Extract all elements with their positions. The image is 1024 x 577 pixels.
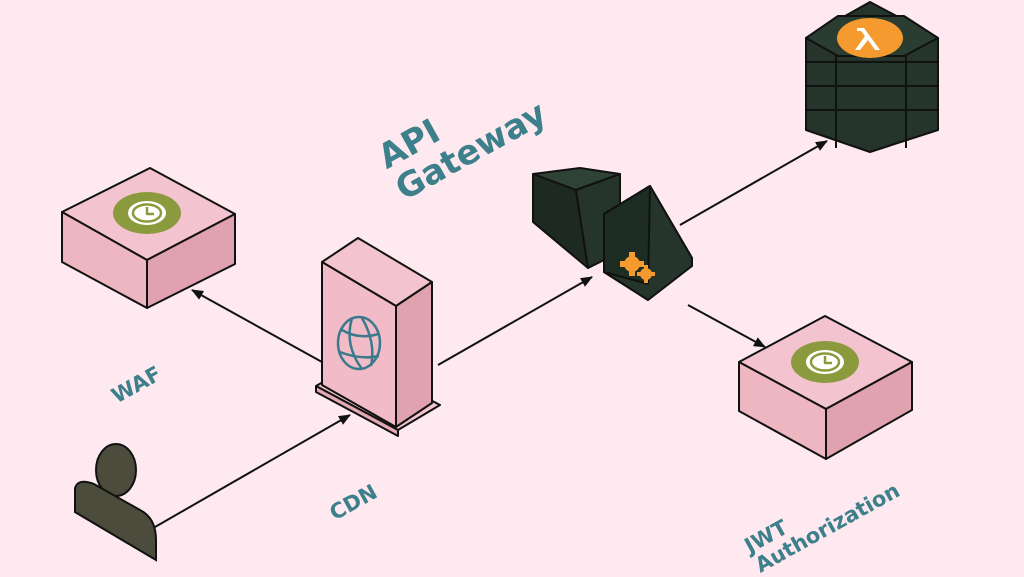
globe-icon [336,315,382,371]
arrow-gateway-to-lambda [679,140,828,226]
cdn-node [315,237,441,437]
api-gateway-node [532,167,693,301]
arrow-gateway-to-jwt [687,304,766,348]
jwt-authorization-node [738,315,913,460]
check-circle-icon [791,341,859,383]
lambda-node [805,1,939,153]
connections [154,140,828,528]
user-icon [74,443,157,562]
gears-icon [620,252,655,283]
check-circle-icon [113,192,181,234]
waf-node [61,167,236,309]
lambda-icon [837,18,903,58]
arrow-cdn-to-gateway [437,276,593,366]
arrow-user-to-cdn [154,414,351,528]
arrow-cdn-to-waf [191,289,323,363]
